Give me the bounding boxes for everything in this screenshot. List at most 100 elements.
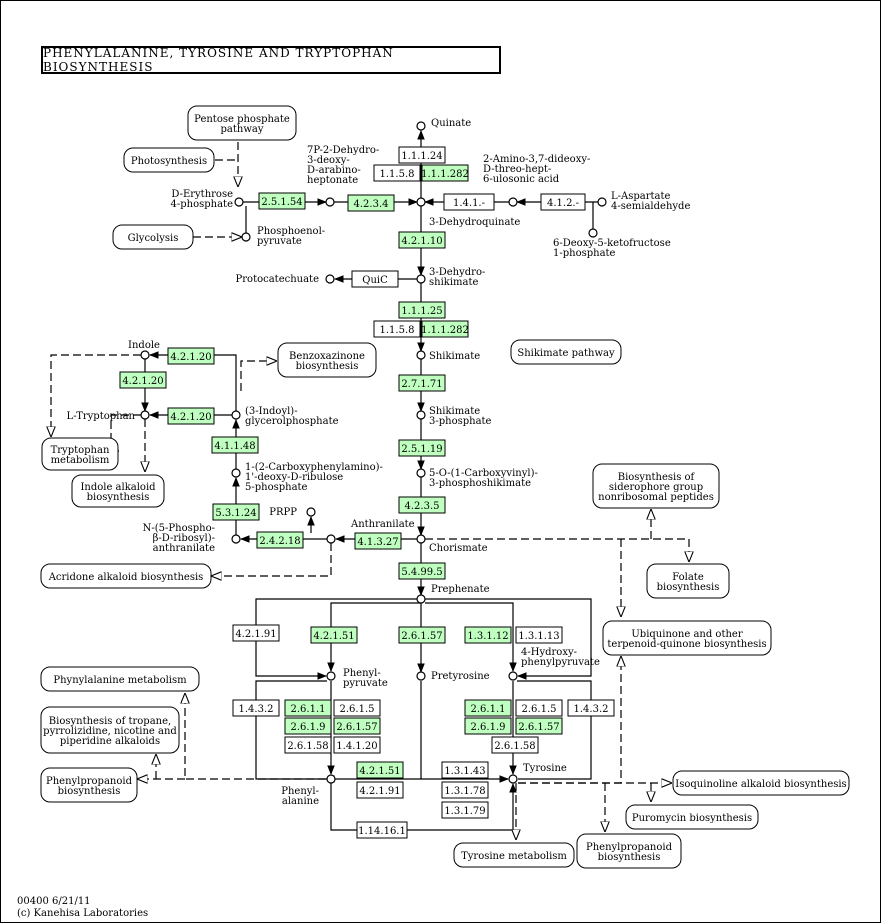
enzyme-e2[interactable]: 4.2.3.4 [347,194,395,212]
compound-tyrosine[interactable]: Tyrosine [508,763,567,784]
compound-prpp[interactable]: PRPP [269,507,316,518]
compound-pep[interactable]: Phosphoenol-pyruvate [241,226,325,247]
map-link-m13[interactable]: Biosynthesis of tropane,pyrrolizidine, n… [40,706,180,754]
enzyme-e12[interactable]: 1.1.1.282 [421,320,469,338]
map-link-m2[interactable]: Photosynthesis [123,147,215,173]
compound-amino_dideoxy[interactable]: 2-Amino-3,7-dideoxy-D-threo-hept-6-uloso… [483,154,590,207]
compound-dehydroquinate[interactable]: 3-Dehydroquinate [416,197,520,228]
compound-pra[interactable]: N-(5-Phospho-β-D-ribosyl)-anthranilate [143,523,241,554]
compound-l_tryptophan[interactable]: L-Tryptophan [67,410,150,422]
enzyme-e46[interactable]: 1.3.1.79 [441,801,489,819]
compound-phenylpyruvate[interactable]: Phenyl-pyruvate [326,668,388,689]
reaction-edge [240,361,276,391]
enzyme-e34[interactable]: 2.6.1.58 [284,736,332,754]
enzyme-e15[interactable]: 4.2.3.5 [398,496,446,514]
enzyme-e44[interactable]: 1.3.1.43 [441,761,489,779]
svg-text:4.2.3.5: 4.2.3.5 [405,501,440,512]
compound-pretyrosine[interactable]: Pretyrosine [416,671,490,682]
enzyme-e23[interactable]: 5.4.99.5 [398,562,446,580]
enzyme-e14[interactable]: 2.5.1.19 [398,439,446,457]
compound-dahp[interactable]: 7P-2-Dehydro-3-deoxy-D-arabino-heptonate [307,145,379,207]
enzyme-e24[interactable]: 4.2.1.91 [232,624,280,642]
enzyme-e47[interactable]: 1.14.16.1 [356,821,408,839]
compound-prephenate[interactable]: Prephenate [416,584,490,604]
compound-epsp[interactable]: 5-O-(1-Carboxyvinyl)-3-phosphoshikimate [416,468,538,489]
enzyme-e36[interactable]: 2.6.1.1 [464,699,512,717]
enzyme-e8[interactable]: 4.2.1.10 [398,231,446,249]
enzyme-e42[interactable]: 4.2.1.51 [356,761,404,779]
enzyme-e18[interactable]: 4.2.1.20 [167,407,215,425]
compound-anthranilate[interactable]: Anthranilate [326,519,415,544]
enzyme-e33[interactable]: 2.6.1.57 [333,717,381,735]
map-link-m15[interactable]: Isoquinoline alkaloid biosynthesis [672,770,850,796]
compound-igp[interactable]: (3-Indoyl)-glycerolphosphate [231,406,339,427]
enzyme-e38[interactable]: 2.6.1.9 [464,717,512,735]
reaction-edge [255,680,327,780]
enzyme-e4[interactable]: 1.1.5.8 [373,164,421,182]
svg-text:1.1.5.8: 1.1.5.8 [380,169,415,180]
enzyme-e21[interactable]: 2.4.2.18 [256,531,304,549]
enzyme-e30[interactable]: 2.6.1.1 [284,699,332,717]
enzyme-e10[interactable]: 1.1.1.25 [398,301,446,319]
enzyme-e16[interactable]: 4.2.1.20 [167,347,215,365]
enzyme-e26[interactable]: 2.6.1.57 [398,626,446,644]
svg-text:4.2.1.20: 4.2.1.20 [122,376,163,387]
enzyme-e6[interactable]: 1.4.1.- [443,193,495,211]
enzyme-e3[interactable]: 1.1.1.24 [398,146,446,164]
enzyme-e39[interactable]: 2.6.1.57 [515,717,563,735]
enzyme-e17[interactable]: 4.2.1.20 [119,371,167,389]
enzyme-e31[interactable]: 2.6.1.5 [333,699,381,717]
enzyme-e20[interactable]: 5.3.1.24 [212,503,260,521]
compound-shikimate[interactable]: Shikimate [416,350,480,362]
enzyme-e32[interactable]: 2.6.1.9 [284,717,332,735]
enzyme-e43[interactable]: 4.2.1.91 [356,781,404,799]
enzyme-e5[interactable]: 1.1.1.282 [421,164,469,182]
enzyme-e25[interactable]: 4.2.1.51 [310,626,358,644]
enzyme-e13[interactable]: 2.7.1.71 [398,374,446,392]
enzyme-e11[interactable]: 1.1.5.8 [373,320,421,338]
enzyme-e28[interactable]: 1.3.1.13 [515,626,563,644]
map-link-m5[interactable]: Shikimate pathway [510,339,622,365]
compound-phenylalanine[interactable]: Phenyl-alanine [281,774,336,807]
compound-dehydroshikimate[interactable]: 3-Dehydro-shikimate [416,267,485,288]
enzyme-e27[interactable]: 1.3.1.12 [464,626,512,644]
svg-text:(3-Indoyl)-glycerolphosphate: (3-Indoyl)-glycerolphosphate [245,406,339,427]
enzyme-e9[interactable]: QuiC [351,270,399,288]
enzyme-e45[interactable]: 1.3.1.78 [441,781,489,799]
compound-cdrp[interactable]: 1-(2-Carboxyphenylamino)-1'-deoxy-D-ribu… [231,462,383,493]
enzyme-e22[interactable]: 4.1.3.27 [354,532,402,550]
compound-chorismate[interactable]: Chorismate [416,534,488,554]
map-link-m16[interactable]: Puromycin biosynthesis [625,804,759,830]
enzyme-e19[interactable]: 4.1.1.48 [211,436,259,454]
enzyme-e41[interactable]: 2.6.1.58 [491,736,539,754]
enzyme-e1[interactable]: 2.5.1.54 [258,192,306,210]
enzyme-e35[interactable]: 1.4.1.20 [333,736,381,754]
map-link-m12[interactable]: Phynylalanine metabolism [40,666,200,692]
compound-hpp[interactable]: 4-Hydroxy-phenylpyruvate [508,647,600,681]
enzyme-e40[interactable]: 1.4.3.2 [567,699,615,717]
enzyme-e29[interactable]: 1.4.3.2 [232,699,280,717]
map-link-m9[interactable]: Acridone alkaloid biosynthesis [40,563,212,589]
enzyme-e7[interactable]: 4.1.2.- [540,193,586,211]
compound-quinate[interactable]: Quinate [416,118,471,131]
map-link-m17[interactable]: Tyrosine metabolism [453,842,575,868]
compound-protocatechuate[interactable]: Protocatechuate [236,274,335,285]
enzyme-e37[interactable]: 2.6.1.5 [515,699,563,717]
map-link-m3[interactable]: Glycolysis [112,224,194,250]
compound-indole[interactable]: Indole [128,340,160,360]
